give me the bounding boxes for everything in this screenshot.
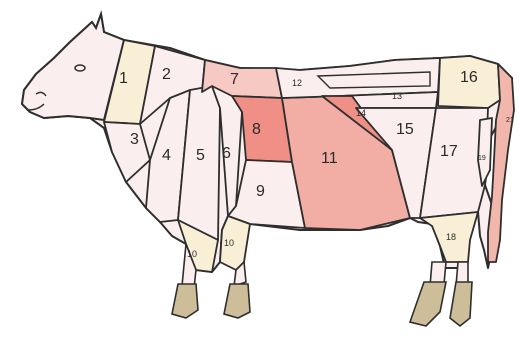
label-cut-7: 7 — [230, 71, 239, 88]
label-cut-6: 6 — [222, 145, 231, 162]
label-cut-3: 3 — [130, 131, 139, 148]
label-cut-8: 8 — [252, 121, 261, 138]
label-cut-21: 21 — [506, 117, 514, 124]
hoof-hind-right — [450, 282, 472, 326]
hoof-front-left — [172, 284, 198, 318]
hoof-front-right — [224, 284, 250, 318]
label-cut-9: 9 — [256, 183, 265, 200]
label-cut-12: 12 — [292, 78, 302, 88]
label-cut-5: 5 — [196, 147, 205, 164]
label-cut-2: 2 — [162, 66, 171, 83]
label-cut-18: 18 — [446, 232, 456, 242]
cut-19 — [478, 118, 492, 186]
hoof-hind-left — [410, 282, 446, 326]
label-cut-13: 13 — [392, 91, 402, 101]
label-cut-11: 11 — [321, 150, 338, 167]
label-cut-1: 1 — [119, 70, 128, 87]
label-cut-14: 14 — [356, 108, 366, 118]
label-cut-17: 17 — [440, 143, 458, 160]
label-cut-4: 4 — [162, 147, 171, 164]
label-cut-10-mid: 10 — [224, 238, 234, 248]
label-cut-15: 15 — [396, 121, 414, 138]
label-cut-16: 16 — [460, 69, 478, 86]
label-cut-19: 19 — [478, 155, 486, 162]
label-cut-10-front: 10 — [187, 249, 197, 259]
